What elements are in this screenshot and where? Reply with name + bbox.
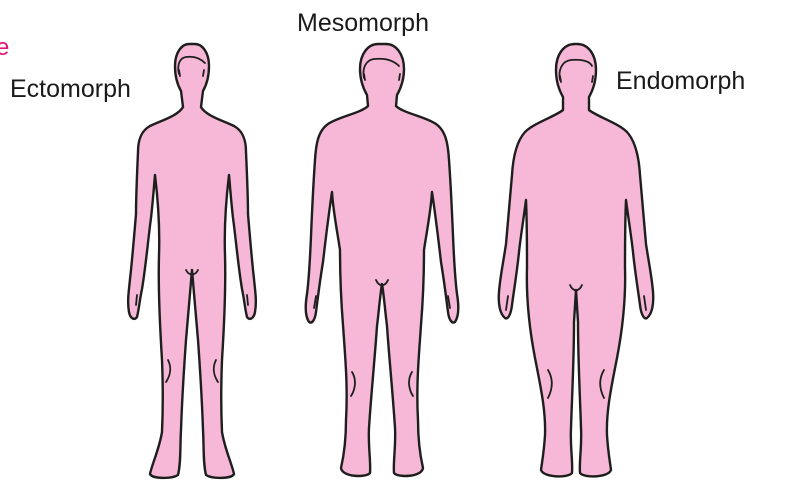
ectomorph-figure — [128, 44, 256, 478]
endomorph-figure — [499, 44, 654, 476]
mesomorph-figure — [306, 44, 459, 476]
